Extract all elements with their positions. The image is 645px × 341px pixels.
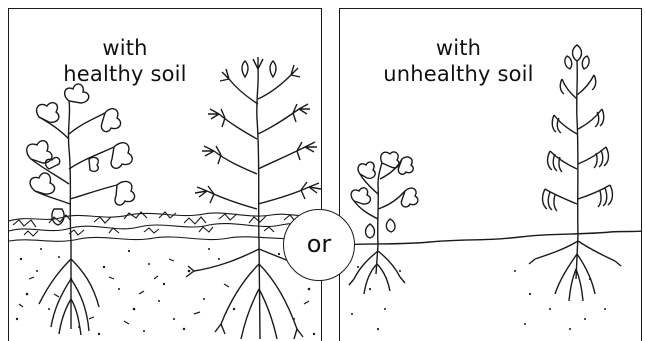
or-connector-circle: or <box>283 209 355 281</box>
healthy-soil-caption: with healthy soil <box>8 35 281 87</box>
unhealthy-caption-line-1: with <box>339 35 609 61</box>
unhealthy-soil-caption: with unhealthy soil <box>339 35 609 87</box>
soil-texture <box>16 248 315 335</box>
healthy-plant-small <box>27 84 135 335</box>
healthy-caption-line-1: with <box>8 35 281 61</box>
unhealthy-soil-panel: with unhealthy soil <box>339 8 642 341</box>
unhealthy-caption-line-2: unhealthy soil <box>339 61 609 87</box>
healthy-plant-tall <box>186 57 322 339</box>
soil-surface-line <box>340 231 642 245</box>
healthy-caption-line-2: healthy soil <box>8 61 281 87</box>
or-connector-label: or <box>307 230 332 258</box>
healthy-soil-panel: with healthy soil <box>8 8 322 341</box>
mulch-layer <box>9 212 322 241</box>
unhealthy-plant-small <box>349 152 418 294</box>
sparse-soil-texture <box>351 266 606 330</box>
